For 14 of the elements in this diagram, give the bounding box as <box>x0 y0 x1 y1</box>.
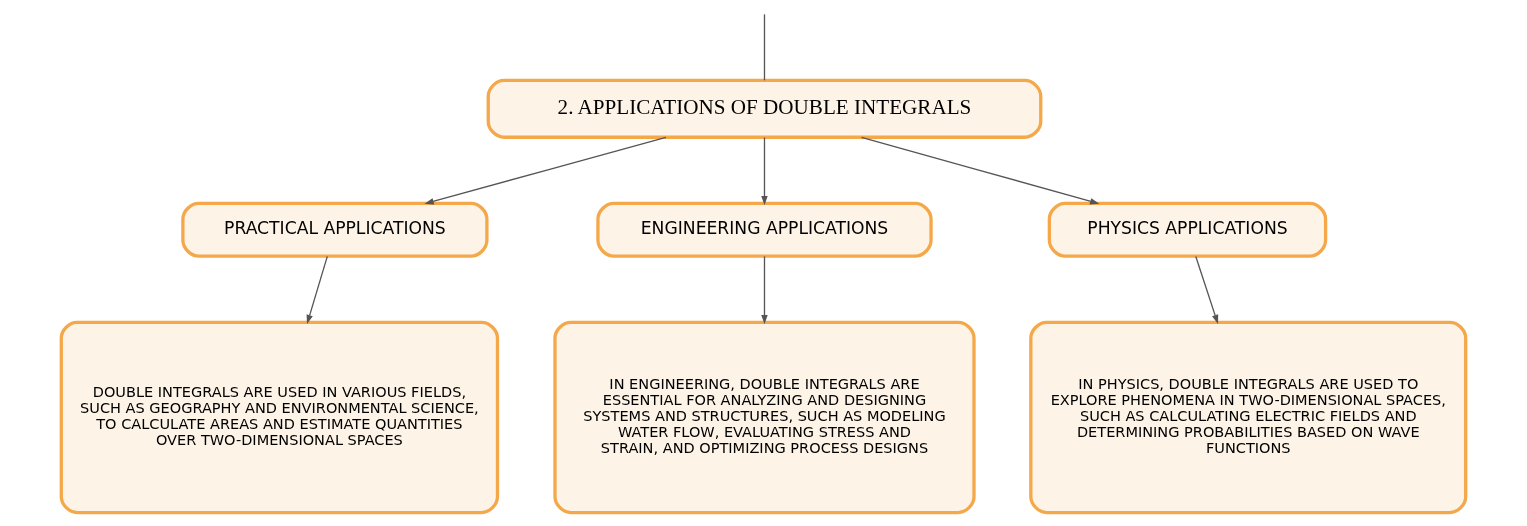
arrow <box>1195 255 1219 325</box>
node-box: DOUBLE INTEGRALS ARE USED IN VARIOUS FIELDS, SUCH AS GEOGRAPHY AND ENVIRONMENTAL SCIENCE, TO CALCULATE AREAS AND ESTIMATE QUANTITIES OVER TWO-DIMENSIONAL SPACES <box>59 320 500 515</box>
arrow <box>761 136 768 206</box>
node-box: PRACTICAL APPLICATIONS <box>181 201 489 258</box>
node-box: IN PHYSICS, DOUBLE INTEGRALS ARE USED TO EXPLORE PHENOMENA IN TWO-DIMENSIONAL SPACES, SUCH AS CALCULATING ELECTRIC FIELDS AND DETERMINING PROBABILITIES BASED ON WAVE FUNCTIONS <box>1029 320 1468 515</box>
arrow <box>424 136 667 205</box>
arrow <box>860 136 1100 205</box>
node-box: IN ENGINEERING, DOUBLE INTEGRALS ARE ESSENTIAL FOR ANALYZING AND DESIGNING SYSTEMS AND STRUCTURES, SUCH AS MODELING WATER FLOW, EVALUATING STRESS AND STRAIN, AND OPTIMIZING PROCESS DESIGNS <box>553 320 976 515</box>
arrow <box>306 255 328 325</box>
node-box: PHYSICS APPLICATIONS <box>1047 201 1328 258</box>
arrow <box>761 255 768 325</box>
node-box: 2. APPLICATIONS OF DOUBLE INTEGRALS <box>486 78 1043 139</box>
connector <box>763 13 766 81</box>
node-box: ENGINEERING APPLICATIONS <box>596 201 933 258</box>
